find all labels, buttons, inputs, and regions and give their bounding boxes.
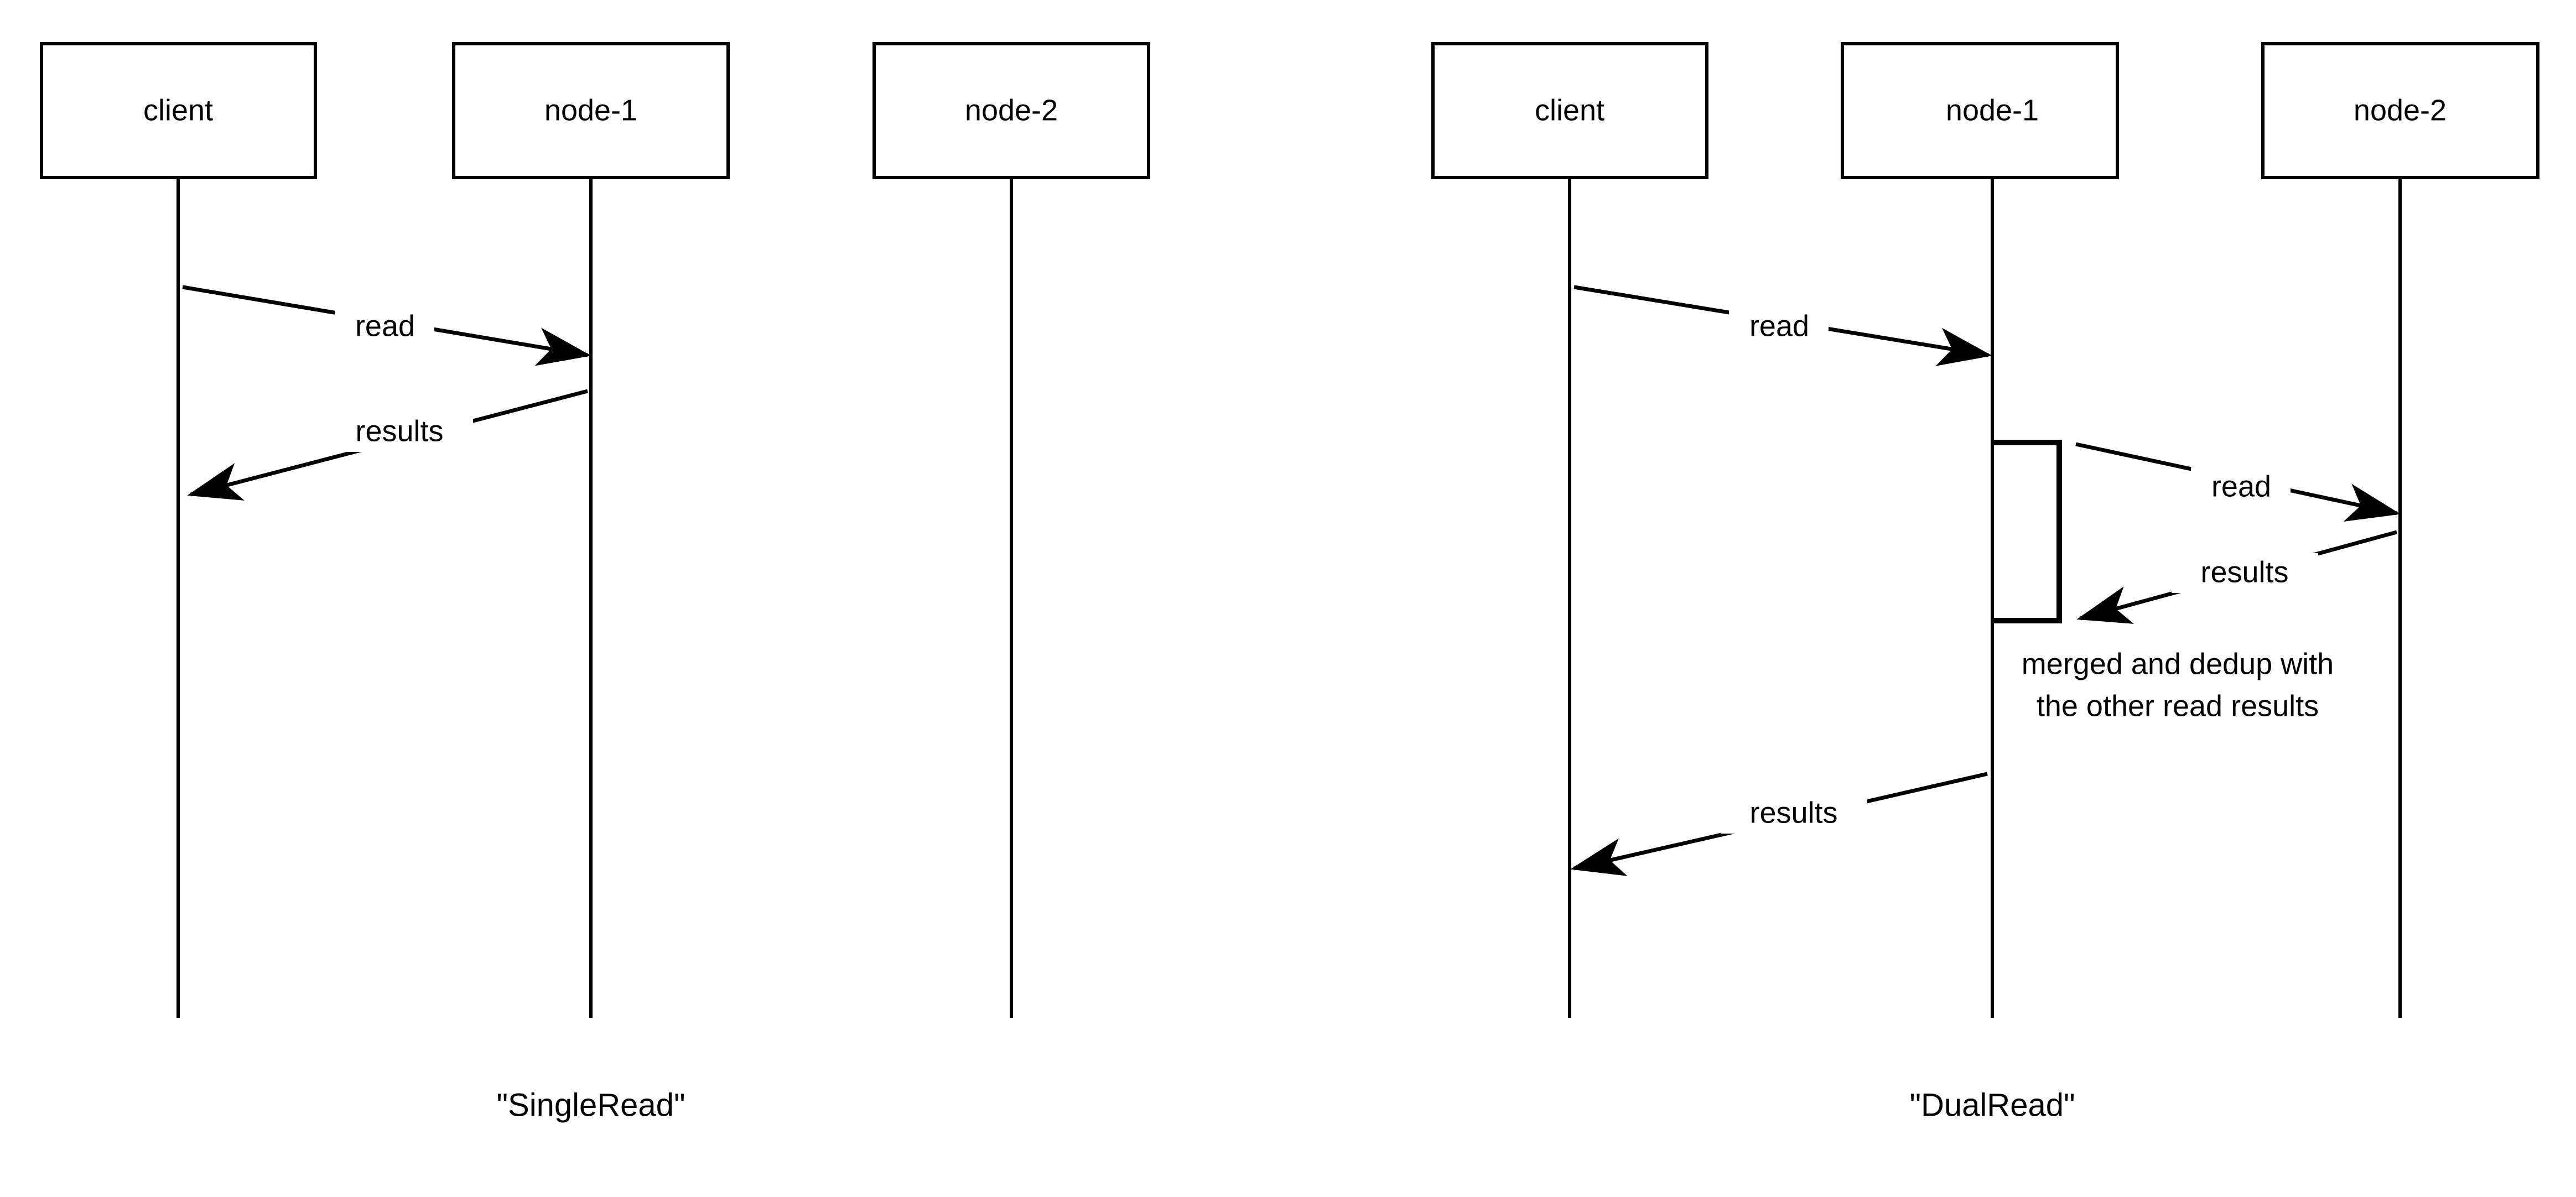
message-label-results: results: [2200, 555, 2288, 589]
message-label-read: read: [355, 309, 415, 342]
participant-node-1-left: node-1: [452, 42, 730, 1018]
message-results-node-1-to-client: results: [187, 389, 588, 501]
participant-box-node-1: [1841, 42, 2119, 179]
message-results-node-2-to-node-1: results: [2076, 530, 2397, 624]
participant-label-client: client: [1535, 93, 1604, 127]
participant-node-2-right: node-2: [2261, 42, 2539, 1018]
message-read-node-1-to-node-2: read: [2075, 442, 2401, 522]
participant-box-node-1: [452, 42, 730, 179]
participant-label-node-1: node-1: [1946, 93, 2039, 127]
participant-client-left: client: [40, 42, 317, 1018]
message-read-client-to-node-1: read: [182, 285, 591, 366]
message-read-client-to-node-1: read: [1573, 285, 1992, 366]
message-label-read: read: [1749, 309, 1809, 342]
diagram-single-read: client node-1 node-2 read: [40, 42, 1150, 1123]
note-merged-dedup: merged and dedup with the other read res…: [2022, 647, 2334, 722]
message-label-results: results: [355, 414, 443, 447]
note-line-1: merged and dedup with: [2022, 647, 2334, 680]
message-label-backdrop: [2191, 467, 2291, 507]
activation-bracket-path: [1992, 440, 2062, 623]
activation-bracket-node-1: [1992, 440, 2062, 623]
message-results-node-1-to-client: results: [1570, 772, 1988, 876]
participant-node-2-left: node-2: [872, 42, 1150, 1018]
message-label-backdrop: [326, 412, 473, 452]
diagram-caption-single-read: "SingleRead": [496, 1087, 685, 1123]
participant-box-client: [1431, 42, 1708, 179]
participant-node-1-right: node-1: [1841, 42, 2119, 1018]
participant-box-client: [40, 42, 317, 179]
message-label-backdrop: [2172, 553, 2318, 593]
message-label-backdrop: [1729, 307, 1829, 347]
participant-box-node-2: [872, 42, 1150, 179]
message-label-results: results: [1749, 796, 1837, 829]
participant-label-client: client: [143, 93, 213, 127]
participant-label-node-2: node-2: [2354, 93, 2447, 127]
note-line-2: the other read results: [2037, 689, 2319, 722]
participant-client-right: client: [1431, 42, 1708, 1018]
participant-label-node-2: node-2: [965, 93, 1058, 127]
participant-label-node-1: node-1: [544, 93, 637, 127]
message-label-backdrop: [335, 307, 434, 347]
message-label-read: read: [2211, 470, 2271, 503]
message-label-backdrop: [1721, 794, 1867, 834]
diagram-dual-read: client node-1 node-2 read: [1431, 42, 2539, 1123]
diagram-caption-dual-read: "DualRead": [1909, 1087, 2075, 1123]
